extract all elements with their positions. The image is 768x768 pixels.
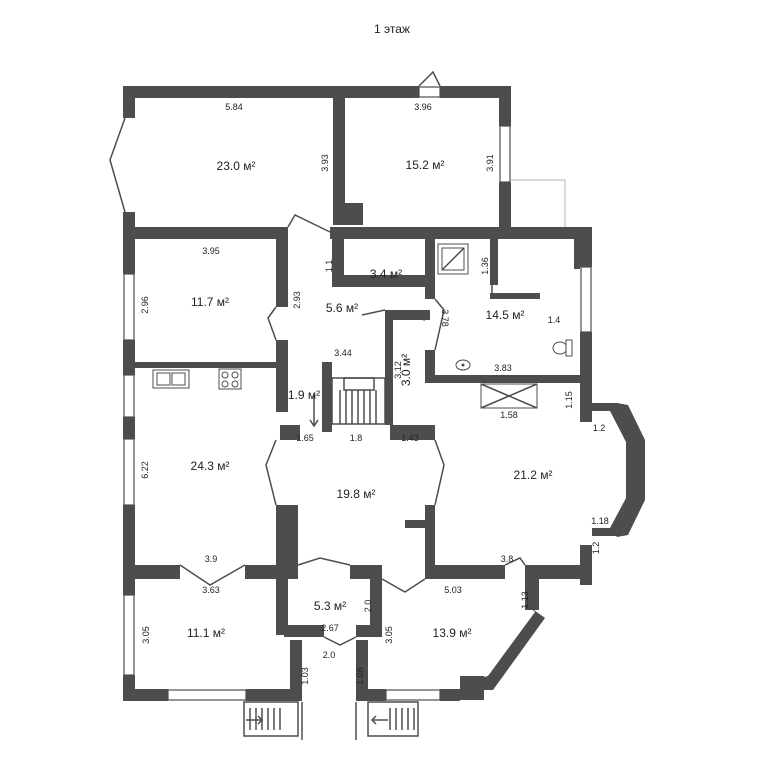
- room-area-label: 21.2 м²: [514, 468, 553, 482]
- terrace-outline: [511, 179, 566, 227]
- dimension-label: 1.58: [500, 410, 518, 420]
- dimension-label: 3.78: [440, 309, 450, 327]
- room-area-label: 11.1 м²: [187, 626, 225, 640]
- bay-window-right: [610, 403, 645, 537]
- room-area-label: 3.4 м²: [370, 267, 402, 281]
- room-area-label: 13.9 м²: [433, 626, 472, 640]
- entrance-steps-right: [367, 701, 419, 737]
- interior-walls: [135, 239, 592, 637]
- dimension-label: 3.05: [141, 626, 151, 644]
- dimension-label: 3.83: [494, 363, 512, 373]
- room-area-label: 5.6 м²: [326, 301, 358, 315]
- toilet: [552, 339, 573, 357]
- dimension-label: 3.9: [205, 554, 218, 564]
- dimension-label: 1.15: [564, 391, 574, 409]
- dimension-label: 5.03: [444, 585, 462, 595]
- dimension-label: 6.22: [140, 461, 150, 479]
- dimension-label: 5.84: [225, 102, 243, 112]
- dimension-label: 1.4: [548, 315, 561, 325]
- kitchen-sink: [152, 369, 190, 389]
- room-area-label: 19.8 м²: [337, 487, 376, 501]
- dimension-label: 2.0: [363, 600, 373, 613]
- dimension-label: 2.96: [140, 296, 150, 314]
- dimension-label: 2.67: [321, 623, 339, 633]
- dimension-label: 3.95: [202, 246, 220, 256]
- room-labels: 23.0 м² 15.2 м² 11.7 м² 3.4 м² 5.6 м² 14…: [187, 158, 552, 640]
- dimension-label: 1.2: [591, 542, 601, 555]
- dimension-label: 3.93: [320, 154, 330, 172]
- room-area-label: 11.7 м²: [191, 295, 229, 309]
- shower-cabin: [437, 243, 469, 275]
- dimension-label: 1.1: [324, 260, 334, 273]
- dimension-label: 1.8: [350, 433, 363, 443]
- dimension-label: 1.18: [591, 516, 609, 526]
- dimension-label: 2.93: [292, 291, 302, 309]
- dimension-label: 1.2: [593, 423, 606, 433]
- windows: [123, 86, 592, 701]
- dimension-label: 3.63: [202, 585, 220, 595]
- floor-title: 1 этаж: [374, 22, 410, 36]
- sink: [455, 359, 471, 371]
- fireplace: [480, 383, 538, 409]
- dimension-label: 2.0: [323, 650, 336, 660]
- dimension-label: 1.13: [520, 591, 530, 609]
- dimension-label: 3.05: [384, 626, 394, 644]
- room-area-label: 5.3 м²: [314, 599, 346, 613]
- dimension-label: 3.12: [393, 361, 403, 379]
- dimension-label: 1.43: [401, 433, 419, 443]
- entrance-steps-left: [243, 701, 299, 737]
- staircase: [309, 377, 386, 428]
- dimension-label: 3.96: [414, 102, 432, 112]
- dimension-label: 1.36: [480, 257, 490, 275]
- room-area-label: 1.9 м²: [288, 388, 320, 402]
- dimension-label: 1.06: [355, 667, 365, 685]
- room-area-label: 23.0 м²: [217, 159, 256, 173]
- kitchen-stove: [218, 368, 242, 390]
- room-area-label: 14.5 м²: [486, 308, 525, 322]
- dimension-label: 1.03: [300, 667, 310, 685]
- dimension-label: 3.91: [485, 154, 495, 172]
- room-area-label: 15.2 м²: [406, 158, 445, 172]
- bay-window-bottom: [472, 605, 545, 690]
- dimension-label: 1.65: [296, 433, 314, 443]
- dimension-label: 3.8: [501, 554, 514, 564]
- room-area-label: 3.0 м²: [399, 354, 413, 386]
- dimension-labels: 5.84 3.93 3.96 3.91 3.95 2.96 1.1 2.93 1…: [140, 102, 609, 685]
- room-area-label: 24.3 м²: [191, 459, 230, 473]
- outer-walls: [123, 86, 618, 701]
- dimension-label: 3.44: [334, 348, 352, 358]
- doors: [109, 70, 526, 646]
